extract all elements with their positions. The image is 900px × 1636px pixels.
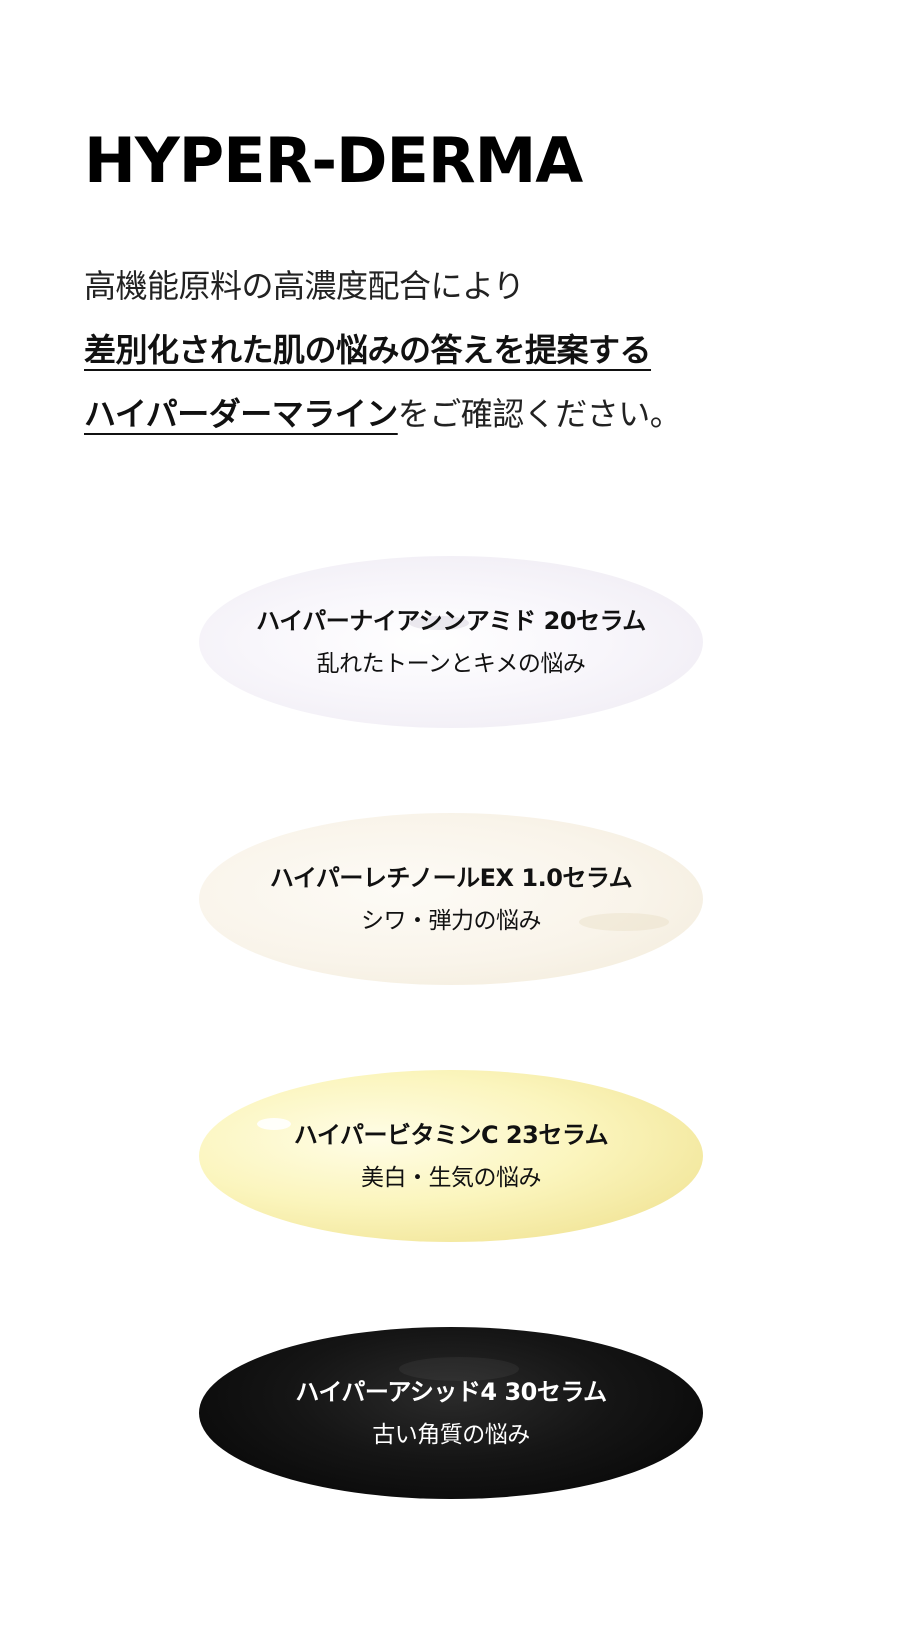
intro-line-2: 差別化された肌の悩みの答えを提案する [84,318,864,382]
serum-gloss [579,913,669,931]
product-name: ハイパーアシッド4 30セラム [295,1378,607,1406]
product-concern: 古い角質の悩み [372,1422,530,1448]
product-concern: 美白・生気の悩み [361,1165,542,1191]
intro-line-2-underlined: 差別化された肌の悩みの答えを提案する [84,331,652,369]
intro-line-1: 高機能原料の高濃度配合により [84,267,525,305]
product-niacinamide-swatch: ハイパーナイアシンアミド 20セラム 乱れたトーンとキメの悩み [199,556,703,728]
product-name: ハイパービタミンC 23セラム [293,1121,609,1149]
intro-line-3-underlined: ハイパーダーマライン [84,395,398,433]
intro-line-3: ハイパーダーマラインをご確認ください。 [84,382,864,446]
product-concern: シワ・弾力の悩み [361,908,542,934]
product-name: ハイパーレチノールEX 1.0セラム [269,864,633,892]
intro-text: 高機能原料の高濃度配合により 差別化された肌の悩みの答えを提案する ハイパーダー… [84,254,864,446]
product-concern: 乱れたトーンとキメの悩み [316,651,586,677]
brand-title: HYPER-DERMA [84,124,583,197]
intro-line-3-rest: をご確認ください。 [397,395,682,433]
product-name: ハイパーナイアシンアミド 20セラム [256,607,646,635]
product-vitamin-c-swatch: ハイパービタミンC 23セラム 美白・生気の悩み [199,1070,703,1242]
product-acid-swatch: ハイパーアシッド4 30セラム 古い角質の悩み [199,1327,703,1499]
serum-gloss [257,1118,291,1130]
product-retinol-swatch: ハイパーレチノールEX 1.0セラム シワ・弾力の悩み [199,813,703,985]
